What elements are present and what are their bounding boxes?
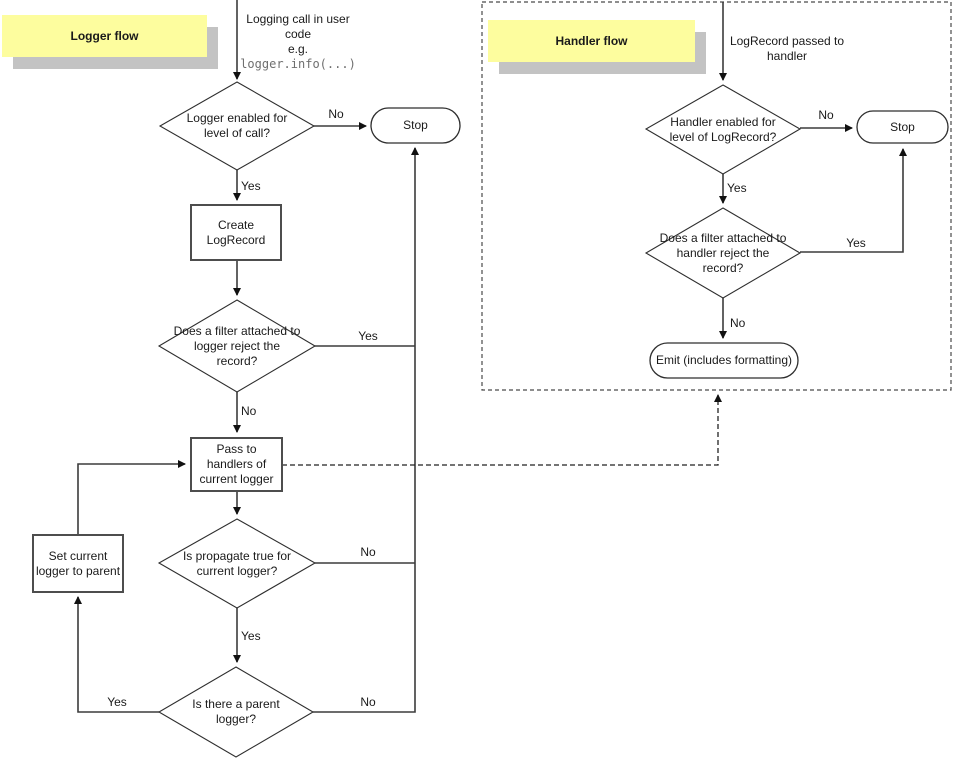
line-set-parent-to-pass bbox=[77, 460, 186, 535]
logger-start-annotation: Logging call in user code e.g. logger.in… bbox=[240, 12, 356, 72]
box-pass-to-handlers bbox=[190, 437, 283, 492]
diamond-logger-filter-check bbox=[157, 299, 317, 393]
stadium-handler-stop bbox=[856, 110, 949, 144]
start-code: logger.info(...) bbox=[240, 57, 356, 71]
stadium-logger-stop bbox=[370, 107, 461, 144]
logger-flow-note: Logger flow bbox=[2, 15, 207, 57]
start-line-2: code bbox=[284, 27, 312, 41]
diamond-handler-level-check bbox=[644, 84, 802, 175]
box-set-current-logger bbox=[32, 534, 124, 593]
logger-flow-title: Logger flow bbox=[70, 29, 139, 43]
diamond-parent-check bbox=[157, 666, 315, 758]
dashed-line-pass-to-handler-flow bbox=[282, 394, 722, 466]
handler-flow-note: Handler flow bbox=[488, 20, 695, 62]
line-handler-filter-yes-to-stop bbox=[800, 148, 907, 253]
start-line-3: e.g. bbox=[287, 42, 308, 56]
line-parent-no-up-to-stop bbox=[313, 147, 419, 713]
diamond-logger-level-check bbox=[158, 81, 316, 171]
box-create-logrecord bbox=[190, 204, 282, 261]
start-line-1: Logging call in user bbox=[246, 12, 350, 26]
line-parent-yes-to-set-parent bbox=[74, 596, 159, 713]
stadium-emit bbox=[649, 342, 799, 379]
diamond-propagate-check bbox=[157, 518, 317, 609]
handler-flow-title: Handler flow bbox=[555, 34, 628, 48]
diamond-handler-filter-check bbox=[644, 207, 802, 299]
handler-flow-border bbox=[481, 1, 952, 391]
